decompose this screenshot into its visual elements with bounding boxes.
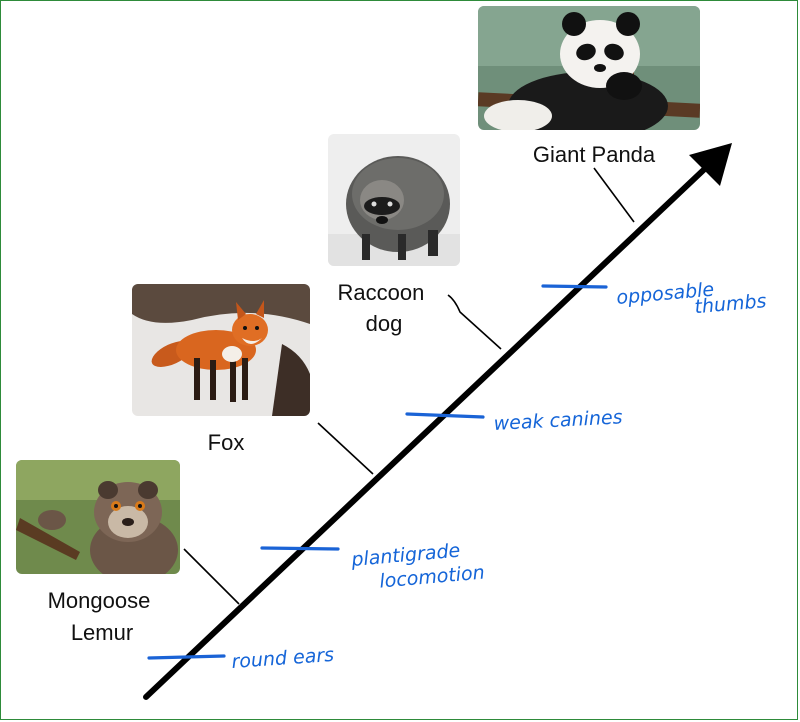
giant-panda-photo xyxy=(478,6,700,130)
branch-mongoose-lemur xyxy=(183,548,240,605)
trait-marker-round-ears xyxy=(147,654,226,660)
trait-label-plantigrade-locomotion: plantigrade locomotion xyxy=(350,538,486,595)
trait-label-round-ears: round ears xyxy=(231,644,335,673)
trait-label-opposable-thumbs: opposable thumbs xyxy=(616,274,768,325)
taxon-label-raccoon-dog: Raccoon dog xyxy=(338,280,431,336)
trait-marker-opposable-thumbs xyxy=(541,284,608,289)
axis-arrowhead-icon xyxy=(689,143,732,186)
branch-fox xyxy=(317,422,374,475)
mongoose-lemur-photo xyxy=(16,460,180,574)
trait-marker-plantigrade-locomotion xyxy=(260,546,340,551)
fox-photo xyxy=(132,284,310,416)
branch-raccoon-dog xyxy=(447,294,502,350)
taxon-label-giant-panda: Giant Panda xyxy=(533,142,656,167)
evolution-axis xyxy=(143,159,715,700)
trait-label-weak-canines: weak canines xyxy=(493,406,623,435)
raccoon-dog-photo xyxy=(328,134,460,266)
taxon-label-fox: Fox xyxy=(208,430,245,455)
branch-giant-panda xyxy=(593,167,635,223)
trait-marker-weak-canines xyxy=(405,412,485,419)
taxon-label-mongoose-lemur: Mongoose Lemur xyxy=(48,588,157,645)
